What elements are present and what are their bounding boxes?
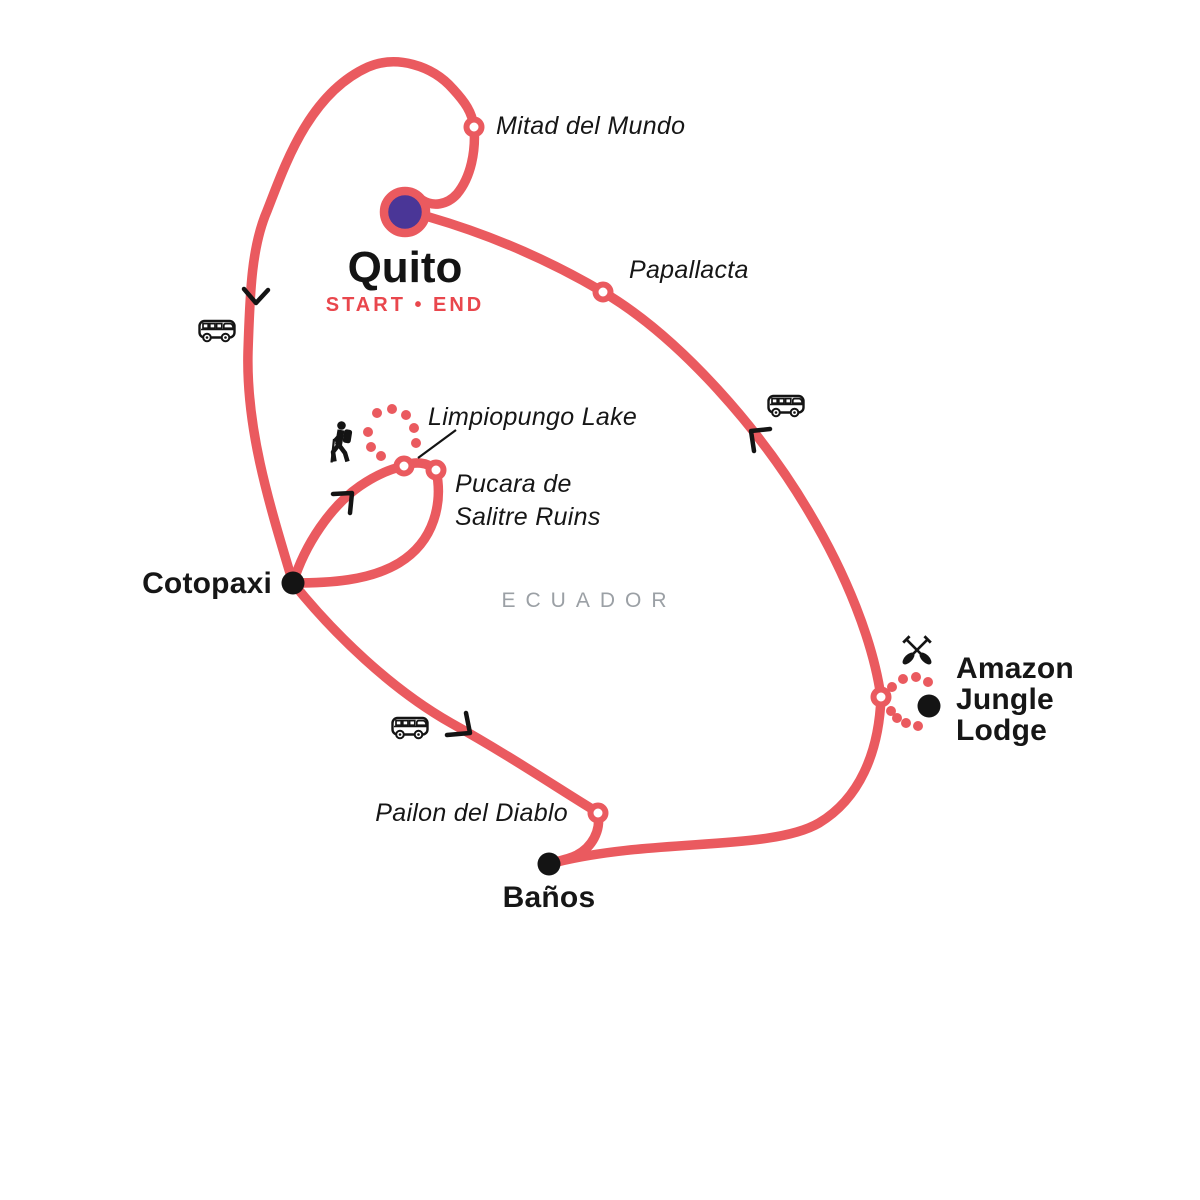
route-cotopaxi-pailon (288, 578, 602, 817)
pailon-del-diablo-label: Pailon del Diablo (375, 799, 568, 827)
mitad-del-mundo-label: Mitad del Mundo (496, 112, 686, 140)
cotopaxi-label: Cotopaxi (142, 567, 272, 600)
country-name-label: ECUADOR (501, 589, 677, 612)
papallacta-marker (592, 281, 614, 303)
limpiopungo-excursion-dotted-circle (363, 404, 421, 461)
limpiopungo-marker (393, 455, 415, 477)
direction-chevron-icon (748, 426, 773, 454)
route-quito-papallacta-amazon (424, 212, 886, 702)
amazon-excursion-dotted-circle (886, 672, 933, 731)
pucara-label-line2: Salitre Ruins (455, 503, 601, 531)
limpiopungo-label-leader-line (417, 429, 457, 459)
direction-chevron-icon (444, 710, 473, 738)
pucara-marker (425, 459, 447, 481)
pailon-del-diablo-marker (587, 802, 609, 824)
mitad-del-mundo-marker (463, 116, 485, 138)
route-amazon-banos (552, 692, 886, 867)
banos-label: Baños (502, 881, 596, 914)
amazon-jungle-lodge-label: Amazon Jungle Lodge (956, 653, 1074, 746)
direction-chevron-icon (330, 490, 355, 516)
hiker-icon (330, 421, 353, 463)
route-pucara-cotopaxi (288, 465, 444, 588)
bus-icon (391, 716, 429, 740)
limpiopungo-lake-label: Limpiopungo Lake (428, 403, 638, 431)
start-end-label: START • END (325, 294, 485, 316)
banos-marker (537, 852, 561, 876)
amazon-label-line2: Jungle (956, 683, 1054, 716)
pucara-label-line1: Pucara de (455, 470, 572, 498)
bus-icon (198, 319, 236, 343)
route-quito-mitad-loop (243, 57, 480, 588)
amazon-junction-marker (870, 686, 892, 708)
quito-start-end-marker (379, 186, 431, 238)
amazon-jungle-lodge-marker (917, 694, 941, 718)
crossed-paddles-icon (902, 635, 932, 665)
quito-label: Quito (347, 243, 463, 292)
direction-chevron-icon (241, 286, 271, 306)
bus-icon (767, 394, 805, 418)
pucara-de-salitre-ruins-label: Pucara de Salitre Ruins (455, 468, 601, 534)
amazon-label-line1: Amazon (956, 652, 1074, 685)
amazon-label-line3: Lodge (956, 714, 1047, 747)
papallacta-label: Papallacta (629, 256, 749, 284)
cotopaxi-marker (281, 571, 305, 595)
